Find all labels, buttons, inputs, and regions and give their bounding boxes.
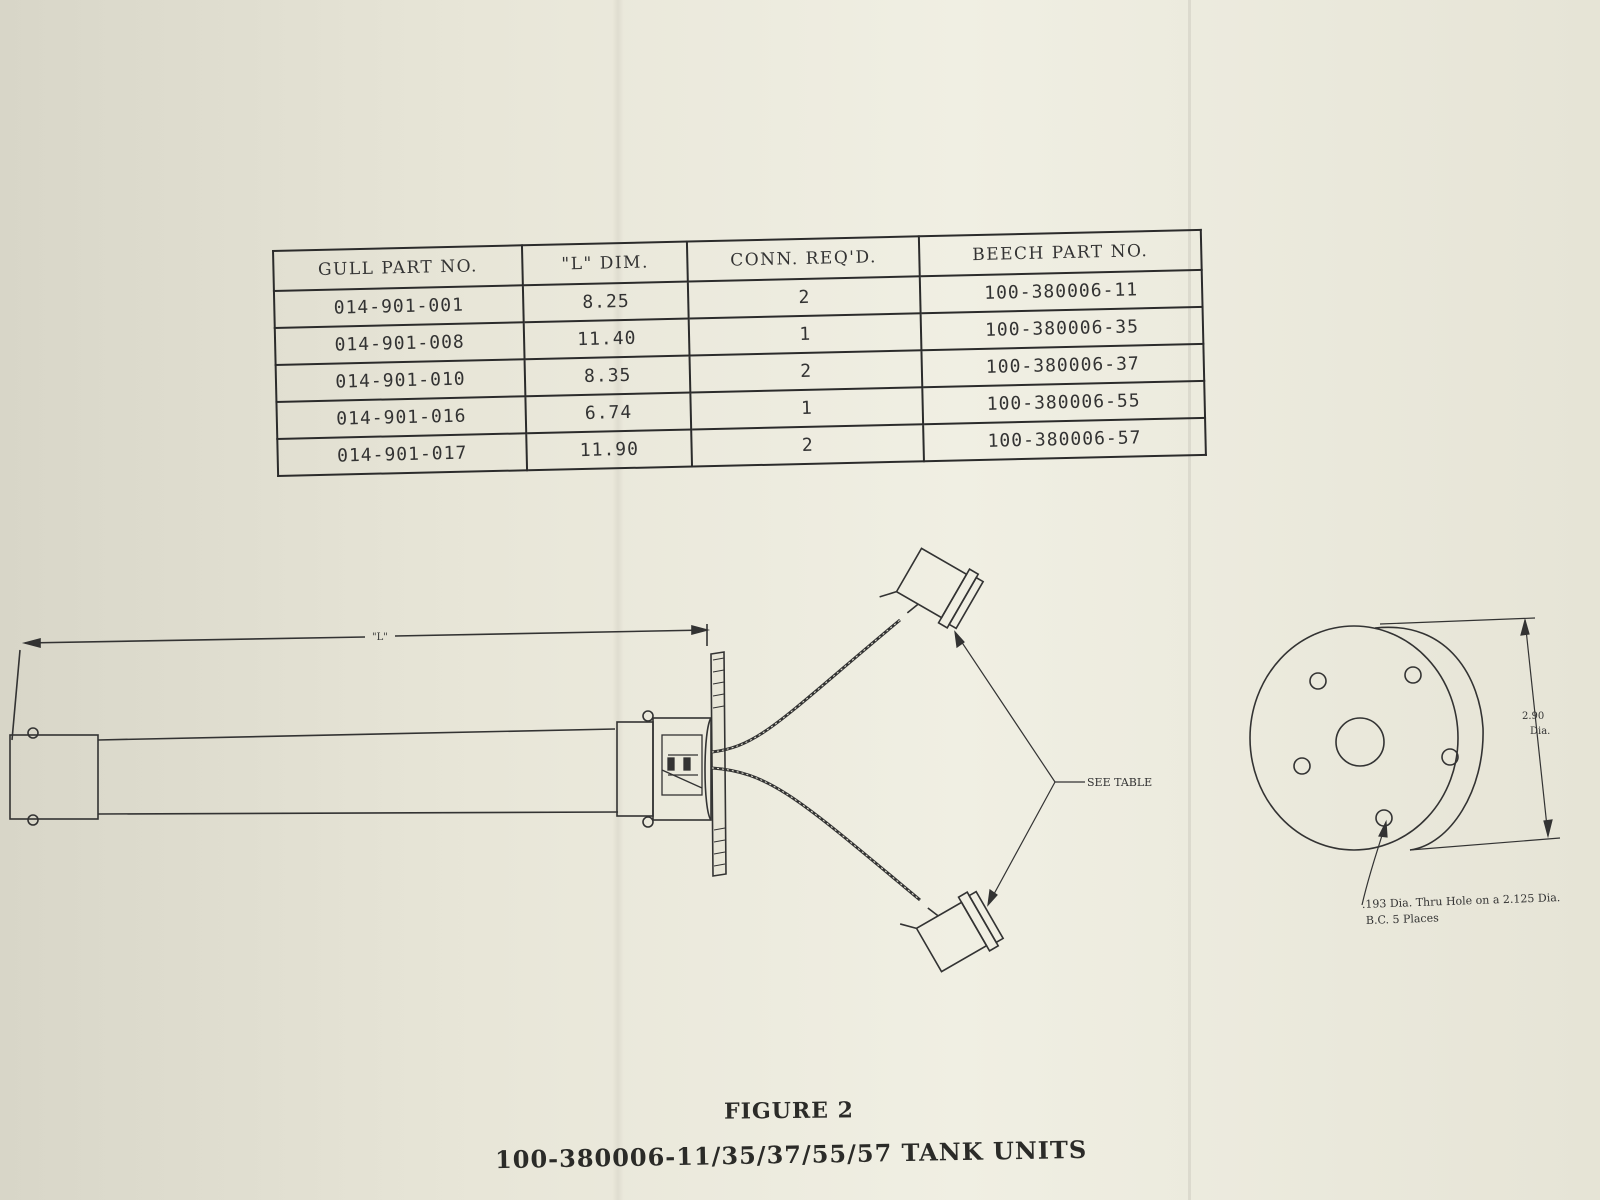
flange-end-view xyxy=(1249,625,1484,851)
figure-number: FIGURE 2 xyxy=(723,1097,855,1125)
wire-harness-lower xyxy=(711,766,921,902)
connector-upper xyxy=(879,547,985,630)
bolt-hole xyxy=(1293,757,1311,775)
bolt-hole xyxy=(1309,672,1327,690)
page-fold xyxy=(612,0,624,1200)
bolt-hole xyxy=(1441,748,1459,766)
tank-tube xyxy=(9,710,712,828)
terminal-detail xyxy=(661,734,703,796)
connector-lower xyxy=(899,890,1005,973)
see-table-leaders xyxy=(954,630,1085,907)
bolt-hole xyxy=(1404,666,1422,684)
diameter-dimension xyxy=(1379,617,1561,851)
see-table-label: SEE TABLE xyxy=(1087,776,1152,789)
mounting-flange xyxy=(704,651,727,877)
hole-note-line2: B.C. 5 Places xyxy=(1366,911,1440,927)
flange-dia-value: 2.90 xyxy=(1522,711,1544,722)
wire-harness-upper xyxy=(711,618,901,754)
hole-note-line1: .193 Dia. Thru Hole on a 2.125 Dia. xyxy=(1362,891,1561,911)
l-dim-label: "L" xyxy=(372,632,388,643)
page-edge xyxy=(1188,0,1191,1200)
l-dimension-line xyxy=(11,624,711,741)
bolt-hole xyxy=(1375,809,1393,827)
flange-dia-unit: Dia. xyxy=(1530,726,1550,737)
hole-note-leader xyxy=(1361,819,1388,906)
